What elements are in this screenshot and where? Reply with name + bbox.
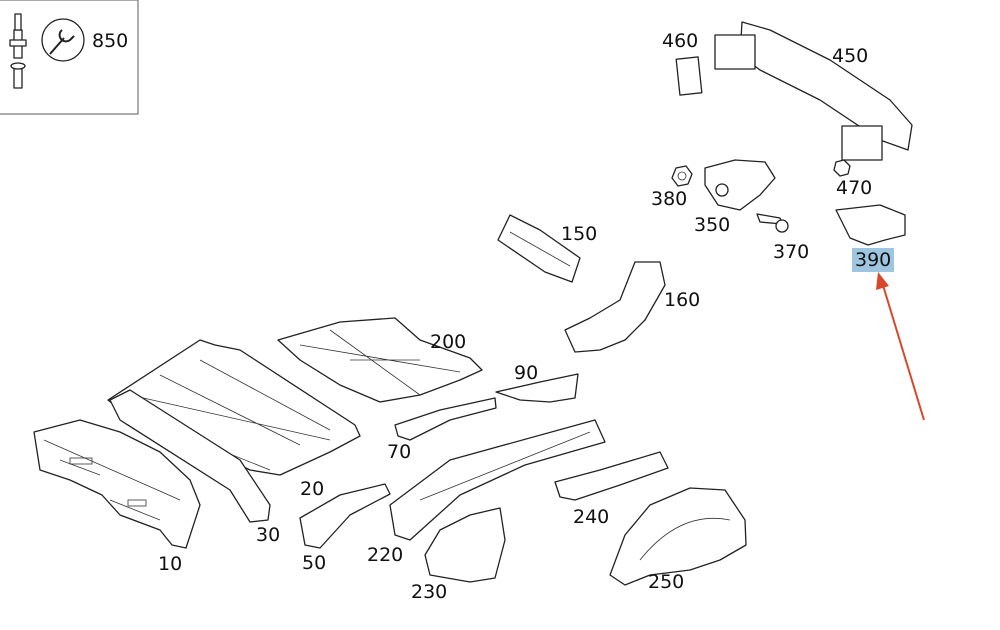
part-70-rail bbox=[394, 397, 497, 441]
part-390-bracket bbox=[835, 204, 906, 246]
label-70: 70 bbox=[387, 441, 412, 463]
label-230: 230 bbox=[411, 581, 448, 603]
part-380-nut bbox=[671, 165, 693, 187]
label-30: 30 bbox=[256, 524, 281, 546]
label-470: 470 bbox=[836, 177, 873, 199]
label-370: 370 bbox=[773, 241, 810, 263]
label-350: 350 bbox=[694, 214, 731, 236]
wrench-icon bbox=[41, 18, 85, 62]
label-50: 50 bbox=[302, 552, 327, 574]
part-470-nut bbox=[833, 159, 851, 177]
label-460: 460 bbox=[662, 30, 699, 52]
label-390-highlighted: 390 bbox=[852, 248, 895, 272]
label-250: 250 bbox=[648, 571, 685, 593]
part-250-wheel-arch bbox=[609, 487, 747, 586]
red-arrow-icon bbox=[876, 272, 925, 421]
label-90: 90 bbox=[514, 362, 539, 384]
label-220: 220 bbox=[367, 544, 404, 566]
label-160: 160 bbox=[664, 289, 701, 311]
label-380: 380 bbox=[651, 188, 688, 210]
label-450: 450 bbox=[832, 45, 869, 67]
stud-bolt-icon bbox=[9, 13, 27, 89]
label-20: 20 bbox=[300, 478, 325, 500]
label-240: 240 bbox=[573, 506, 610, 528]
part-10-rear-panel bbox=[33, 419, 201, 549]
part-200-spare-wheel-well bbox=[277, 317, 483, 403]
label-150: 150 bbox=[561, 223, 598, 245]
part-350-bumper-mount bbox=[704, 159, 776, 211]
part-450-bumper-beam bbox=[714, 21, 913, 161]
label-10: 10 bbox=[158, 553, 183, 575]
part-90-bracket bbox=[495, 373, 579, 403]
label-850: 850 bbox=[92, 30, 129, 52]
inset-box-850 bbox=[0, 0, 139, 115]
part-230-wheelhouse-inner bbox=[424, 507, 506, 583]
part-160-pillar bbox=[564, 261, 666, 353]
label-200: 200 bbox=[430, 331, 467, 353]
part-150-crossmember bbox=[497, 214, 581, 283]
part-220-longitudinal-member bbox=[389, 419, 606, 541]
part-240-rear-member bbox=[554, 451, 669, 501]
part-50-member bbox=[299, 483, 391, 549]
part-30-sill bbox=[109, 389, 271, 523]
part-460-plate bbox=[675, 56, 703, 96]
part-370-bolt bbox=[756, 213, 789, 233]
